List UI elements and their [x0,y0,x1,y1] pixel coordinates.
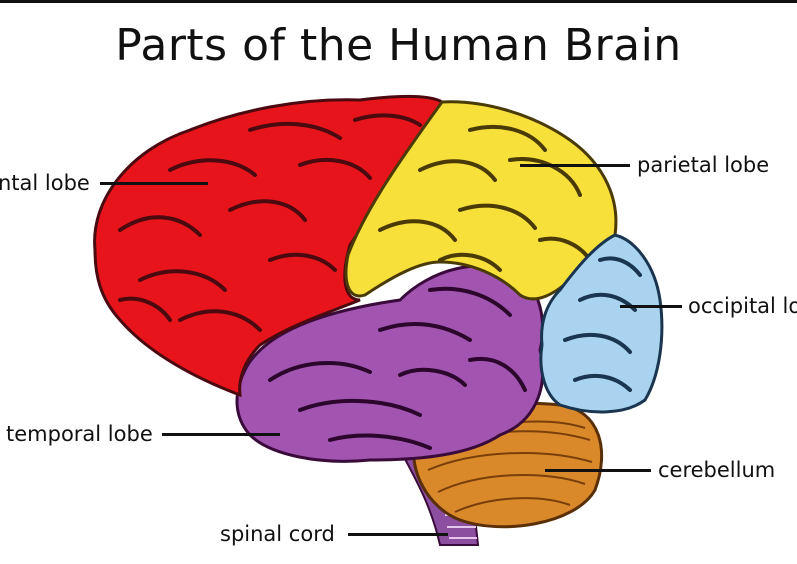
label-spinal-cord: spinal cord [220,522,335,546]
frontal-lobe-gyri [118,113,422,332]
occipital-lobe-region [539,233,664,414]
label-cerebellum: cerebellum [658,458,776,482]
label-frontal-lobe: ntal lobe [0,171,90,195]
leader-spinal-cord [348,533,448,536]
leader-parietal-lobe [520,164,630,167]
page-title: Parts of the Human Brain [115,20,682,71]
occipital-lobe-gyri [563,256,642,392]
leader-occipital-lobe [620,305,682,308]
top-border [0,0,797,3]
leader-cerebellum [545,469,651,472]
label-occipital-lobe: occipital lo [688,294,797,318]
leader-temporal-lobe [162,433,280,436]
label-parietal-lobe: parietal lobe [637,153,770,177]
label-temporal-lobe: temporal lobe [6,422,153,446]
leader-frontal-lobe [100,182,208,185]
temporal-lobe-gyri [268,286,527,450]
parietal-lobe-region [344,100,618,301]
temporal-lobe-region [235,264,545,463]
